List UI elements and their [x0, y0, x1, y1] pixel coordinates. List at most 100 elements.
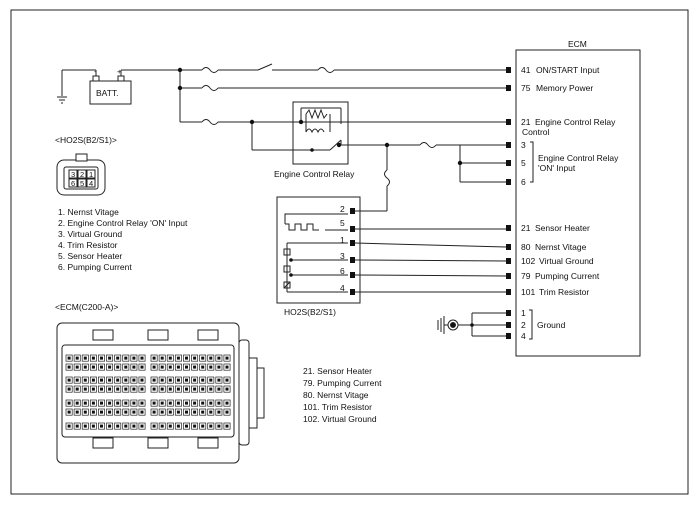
ecm-pin-number: 5	[521, 158, 526, 168]
ecm-connector-cavity-mark	[193, 387, 197, 391]
ho2s-legend-item: 2. Engine Control Relay 'ON' Input	[58, 218, 188, 228]
ecm-connector-cavity-mark	[217, 401, 221, 405]
ecm-connector-cavity-mark	[168, 356, 172, 360]
ecm-legend-item: 102. Virtual Ground	[303, 414, 377, 424]
ecm-connector-cavity-mark	[75, 424, 79, 428]
ecm-pin-number: 2	[521, 320, 526, 330]
ecm-connector-cavity-mark	[83, 378, 87, 382]
ecm-connector-cavity-mark	[168, 365, 172, 369]
ground-symbol	[437, 312, 506, 337]
ecm-connector-cavity-mark	[75, 365, 79, 369]
ecm-pin-label: Virtual Ground	[539, 256, 594, 266]
ecm-connector-cavity-mark	[83, 424, 87, 428]
ecm-connector-cavity-mark	[209, 401, 213, 405]
ecm-connector-cavity-mark	[91, 410, 95, 414]
ecm-connector-cavity-mark	[152, 356, 156, 360]
ecm-ground-label: Ground	[537, 320, 566, 330]
ecm-connector-cavity-mark	[201, 410, 205, 414]
ecm-connector-cavity-mark	[91, 401, 95, 405]
ecm-connector-cavity-mark	[108, 424, 112, 428]
ecm-connector-cavity-mark	[83, 356, 87, 360]
ecm-connector-cavity-mark	[116, 424, 120, 428]
ground-junction	[470, 323, 474, 327]
ecm-connector-cavity-mark	[193, 424, 197, 428]
ecm-legend-item: 101. Trim Resistor	[303, 402, 372, 412]
ecm-connector-cavity-mark	[116, 401, 120, 405]
ecm-connector-cavity-mark	[140, 387, 144, 391]
ecm-connector-cavity-mark	[67, 387, 71, 391]
ecm-pin-number: 4	[521, 331, 526, 341]
ecm-connector-cavity-mark	[225, 378, 229, 382]
ecm-connector-cavity-mark	[75, 401, 79, 405]
ecm-connector-cavity-mark	[152, 387, 156, 391]
ho2s-legend-item: 1. Nernst Vitage	[58, 207, 119, 217]
ho2s-internal-circuit	[283, 213, 348, 293]
ecm-connector-cavity-mark	[100, 378, 103, 382]
ecm-pin-number: 21	[521, 223, 531, 233]
ecm-connector-cavity-mark	[176, 378, 180, 382]
ecm-box	[515, 49, 641, 357]
ecm-legend-item: 21. Sensor Heater	[303, 366, 372, 376]
ecm-pin-row: 2	[506, 320, 526, 330]
ecm-pin-number: 80	[521, 242, 531, 252]
ho2s-sensor-box	[276, 196, 361, 304]
ecm-connector-cavity-mark	[176, 387, 180, 391]
ecm-connector-cavity-mark	[152, 410, 156, 414]
ho2s-pin: 2	[340, 204, 355, 214]
ho2s-pin-number: 3	[340, 251, 345, 261]
ecm-connector-cavity-mark	[193, 410, 197, 414]
ecm-connector-cavity-mark	[160, 387, 164, 391]
ecm-connector-cavity-mark	[168, 387, 172, 391]
ecm-pin-label: Trim Resistor	[539, 287, 589, 297]
ho2s-pin-number: 4	[340, 283, 345, 293]
ecm-connector-cavity-mark	[132, 378, 136, 382]
ecm-pin-number: 79	[521, 271, 531, 281]
battery-label: BATT.	[96, 88, 119, 98]
ecm-connector-cavity-mark	[67, 401, 71, 405]
ecm-connector-cavity-mark	[193, 365, 197, 369]
ho2s-pin: 5	[340, 218, 355, 232]
ecm-connector-cavity-mark	[67, 378, 71, 382]
ecm-connector-cavity-mark	[100, 356, 103, 360]
ecm-connector-cavity-mark	[67, 365, 71, 369]
ecm-pin-row: 6	[506, 177, 526, 187]
ho2s-legend-item: 5. Sensor Heater	[58, 251, 122, 261]
ecm-connector-cavity-mark	[140, 356, 144, 360]
ecm-connector-cavity-mark	[75, 378, 79, 382]
ecm-connector-cavity-mark	[225, 387, 229, 391]
relay-label: Engine Control Relay	[274, 169, 355, 179]
ecm-connector-cavity-mark	[67, 410, 71, 414]
ecm-connector-cavity-mark	[132, 401, 136, 405]
ecm-pin-number: 21	[521, 117, 531, 127]
ecm-connector-cavity-mark	[193, 356, 197, 360]
ho2s-pin: 1	[340, 235, 355, 246]
ecm-connector-cavity-mark	[168, 378, 172, 382]
ecm-connector-cavity-mark	[168, 424, 172, 428]
ho2s-cavity-label: 5	[80, 179, 84, 188]
ecm-connector-cavity-mark	[168, 410, 172, 414]
ecm-connector-cavity-mark	[185, 365, 188, 369]
ecm-pin-row: 75 Memory Power	[506, 83, 593, 93]
ecm-connector-cavity-mark	[132, 365, 136, 369]
ecm-pin-row: 21 Engine Control Relay Control	[506, 117, 616, 137]
ecm-connector-cavity-mark	[217, 410, 221, 414]
ecm-connector-cavity-mark	[108, 401, 112, 405]
ecm-pin-label-line2: Control	[522, 127, 550, 137]
ecm-connector-cavity-mark	[140, 401, 144, 405]
ecm-connector-cavity-mark	[91, 387, 95, 391]
ecm-connector-cavity-mark	[225, 424, 229, 428]
ecm-connector-cavity-mark	[225, 410, 229, 414]
ecm-connector-cavity-mark	[217, 387, 221, 391]
ecm-connector-cavity-mark	[217, 378, 221, 382]
ecm-connector-cavity-mark	[185, 387, 188, 391]
ecm-pin-row: 1	[506, 308, 526, 318]
battery-pos-terminal: +	[117, 67, 122, 76]
ecm-connector-cavity-mark	[152, 424, 156, 428]
ecm-connector-cavity-mark	[185, 410, 188, 414]
ecm-connector-cavity-mark	[160, 378, 164, 382]
ecm-pin-row: 41 ON/START Input	[506, 65, 600, 75]
ecm-connector-cavity-mark	[176, 401, 180, 405]
ecm-pin-label: Pumping Current	[535, 271, 600, 281]
